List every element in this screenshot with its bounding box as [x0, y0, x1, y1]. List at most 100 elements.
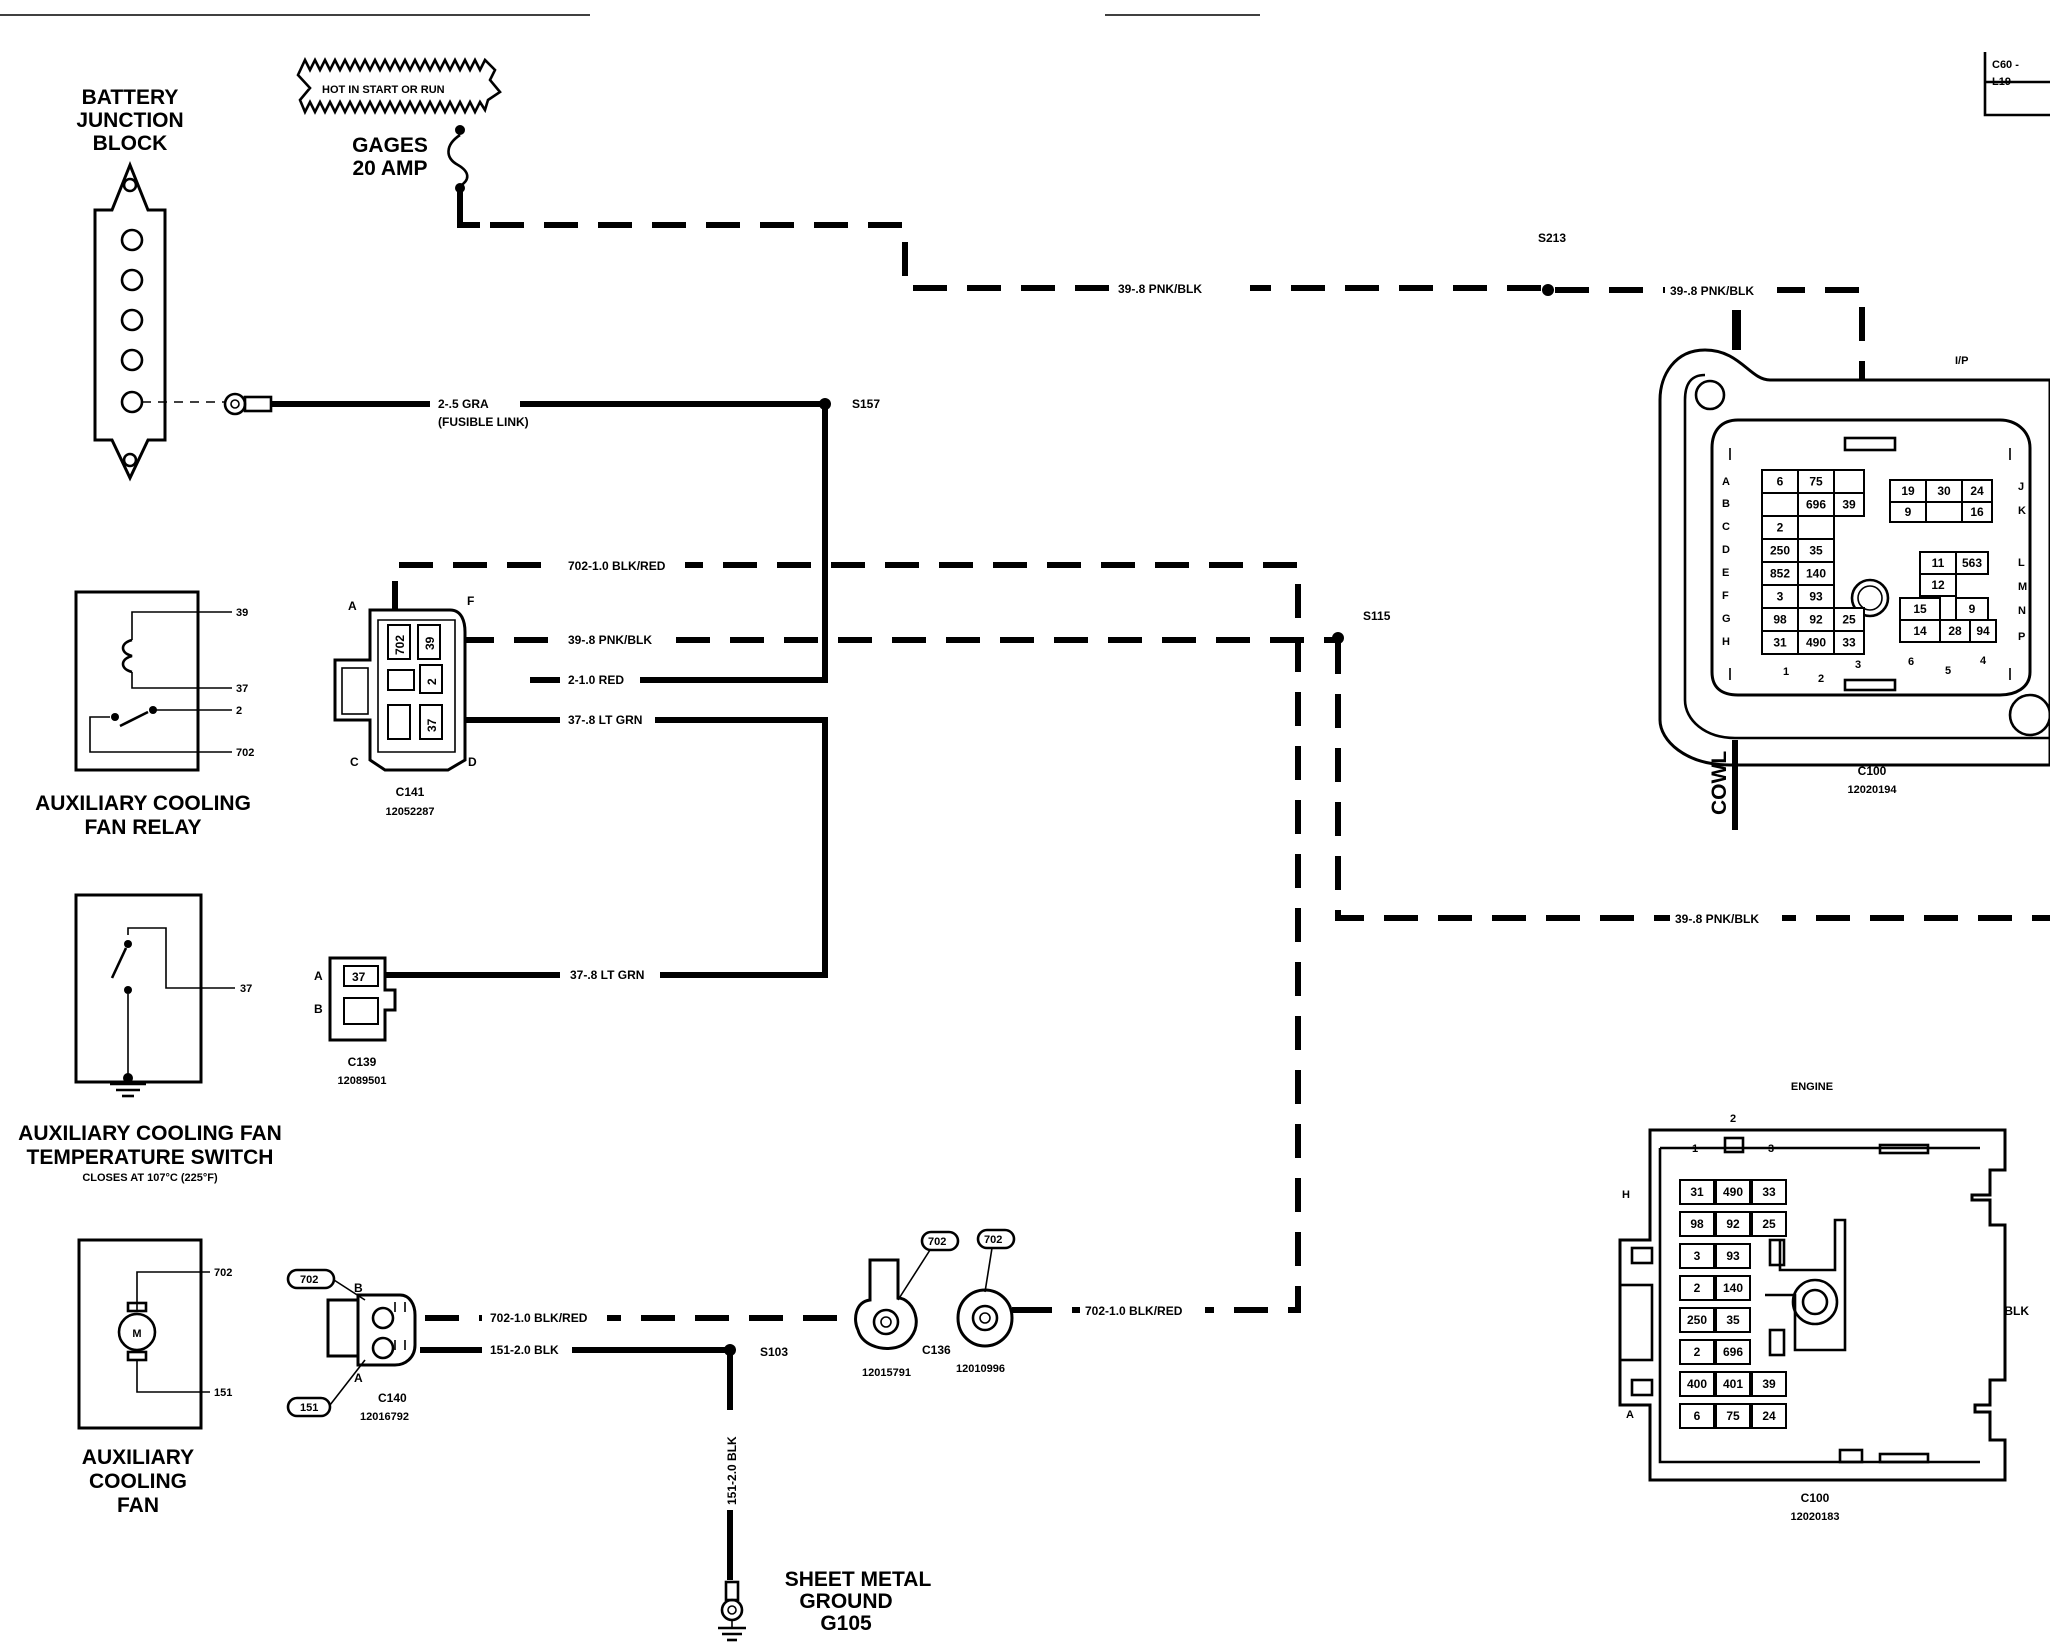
wire-label-blk-red-1: 702-1.0 BLK/RED	[568, 559, 666, 573]
gages-fuse: HOT IN START OR RUN GAGES 20 AMP	[296, 57, 502, 193]
relay-pin-39: 39	[236, 607, 248, 619]
ip-rb-3: 15	[1913, 602, 1927, 616]
wire-label-pnk-blk-4: 39-.8 PNK/BLK	[1675, 912, 1759, 926]
relay-pin-702: 702	[236, 747, 254, 759]
relay-pin-37: 37	[236, 683, 248, 695]
ip-bottom-3: 3	[1855, 659, 1861, 671]
c100-ip-part: 12020194	[1848, 784, 1898, 796]
c141-id: C141	[396, 785, 425, 799]
ip-rb-2-box	[1919, 573, 1957, 597]
wire-label-blk-red-3: 702-1.0 BLK/RED	[1085, 1304, 1183, 1318]
ip-cell-3-0: 250	[1770, 544, 1790, 558]
ip-cell-6-0: 98	[1773, 613, 1787, 627]
eng-cell-6-0-box	[1679, 1371, 1715, 1397]
ip-rt-4-box	[1961, 501, 1993, 523]
wire-label-lt-grn-2: 37-.8 LT GRN	[570, 968, 644, 982]
eng-cell-7-0: 6	[1694, 1409, 1701, 1423]
c140-letter-a: A	[354, 1371, 363, 1385]
fan-title-2: COOLING	[89, 1470, 187, 1493]
ip-mid-cell-2: 33	[1842, 636, 1856, 650]
ground-title-3: G105	[820, 1612, 872, 1635]
ip-cell-2-0: 2	[1777, 521, 1784, 535]
splice-s115: S115	[1363, 609, 1391, 623]
connector-c141: 702 39 2 37 A F C D C141 12052287	[333, 594, 477, 818]
c141-pin-2: 2	[425, 678, 439, 685]
ip-cell-3-1: 35	[1809, 544, 1823, 558]
ip-row-g: G	[1722, 613, 1731, 625]
ip-cell-7-0: 31	[1773, 636, 1787, 650]
c141-part: 12052287	[386, 806, 435, 818]
connector-c140: 702 151 B A C140 12016792	[286, 1268, 417, 1423]
c100-ip-side: I/P	[1955, 355, 1968, 367]
corner-line-2: L19 -	[1992, 76, 2018, 88]
eng-cell-4-1-box	[1715, 1307, 1751, 1333]
corner-line-1: C60 -	[1992, 59, 2019, 71]
eng-cell-3-0: 2	[1694, 1281, 1701, 1295]
splices: S213 S157 S115 S103	[724, 231, 1566, 1359]
ip-row-m: M	[2018, 581, 2027, 593]
c139-id: C139	[348, 1055, 377, 1069]
eng-cell-3-1-box	[1715, 1275, 1751, 1301]
ip-bottom-5: 5	[1945, 665, 1951, 677]
eng-cell-7-2: 24	[1762, 1409, 1776, 1423]
c140-id: C140	[378, 1391, 407, 1405]
c141-letter-c: C	[350, 755, 359, 769]
c141-pin-702: 702	[393, 635, 407, 655]
eng-cell-5-0: 2	[1694, 1345, 1701, 1359]
eng-cell-2-1: 93	[1726, 1249, 1740, 1263]
c136-tag-1: 702	[928, 1236, 946, 1248]
ip-mid-cell-0: 39	[1842, 498, 1856, 512]
eng-cell-0-0: 31	[1690, 1185, 1704, 1199]
wire-label-lt-grn-1: 37-.8 LT GRN	[568, 713, 642, 727]
c100-ip-cowl: COWL	[1708, 751, 1731, 815]
ip-row-d: D	[1722, 544, 1730, 556]
c139-pin-37: 37	[352, 970, 366, 984]
eng-cell-5-1: 696	[1723, 1345, 1743, 1359]
wire-label-gra: 2-.5 GRA	[438, 397, 489, 411]
c100-engine-side: ENGINE	[1791, 1081, 1833, 1093]
ip-mid-cell-1: 25	[1842, 613, 1856, 627]
c100-engine-part: 12020183	[1791, 1511, 1840, 1523]
wire-label-fusible: (FUSIBLE LINK)	[438, 415, 529, 429]
wire-label-pnk-blk-3: 39-.8 PNK/BLK	[568, 633, 652, 647]
ip-cell-5-1: 93	[1809, 590, 1823, 604]
sheet-metal-ground: SHEET METAL GROUND G105	[718, 1568, 931, 1642]
wire-label-blk-red-2: 702-1.0 BLK/RED	[490, 1311, 588, 1325]
eng-cell-5-0-box	[1679, 1339, 1715, 1365]
eng-cell-6-2-box	[1751, 1371, 1787, 1397]
ip-rb-1-box	[1955, 551, 1989, 575]
battery-title-1: BATTERY	[82, 86, 179, 109]
ip-rb-5: 14	[1913, 624, 1927, 638]
splice-s213: S213	[1538, 231, 1566, 245]
eng-cell-0-1: 490	[1723, 1185, 1743, 1199]
eng-cell-6-0: 400	[1687, 1377, 1707, 1391]
aux-cooling-fan-temp-switch: 37 AUXILIARY COOLING FAN TEMPERATURE SWI…	[18, 893, 282, 1184]
ip-rb-0: 11	[1932, 556, 1945, 570]
fan-pin-702: 702	[214, 1267, 232, 1279]
ip-cell-5-0: 3	[1777, 590, 1784, 604]
ip-row-p: P	[2018, 631, 2025, 643]
engine-row-h: H	[1622, 1189, 1630, 1201]
connector-c136: 702 702 C136 12015791 12010996	[854, 1228, 1030, 1379]
relay-pin-2: 2	[236, 705, 242, 717]
splice-s103: S103	[760, 1345, 788, 1359]
ip-rb-2: 12	[1931, 578, 1945, 592]
c139-letter-b: B	[314, 1002, 323, 1016]
connector-c100-ip: I/P COWL A B C D E F G H J K L M N P	[1658, 310, 2050, 830]
eng-cell-1-2: 25	[1762, 1217, 1776, 1231]
c139-part: 12089501	[338, 1075, 387, 1087]
wire-label-blk: 151-2.0 BLK	[490, 1343, 559, 1357]
c141-letter-d: D	[468, 755, 477, 769]
ip-rt-3: 9	[1905, 505, 1912, 519]
eng-cell-6-1: 401	[1723, 1377, 1743, 1391]
c141-letter-a: A	[348, 599, 357, 613]
ip-bottom-4: 4	[1980, 655, 1987, 667]
c141-pin-39: 39	[423, 636, 437, 650]
eng-cell-7-2-box	[1751, 1403, 1787, 1429]
wire-labels: 39-.8 PNK/BLK 39-.8 PNK/BLK 2-.5 GRA (FU…	[430, 280, 2050, 1510]
ip-rt-2: 24	[1970, 484, 1984, 498]
